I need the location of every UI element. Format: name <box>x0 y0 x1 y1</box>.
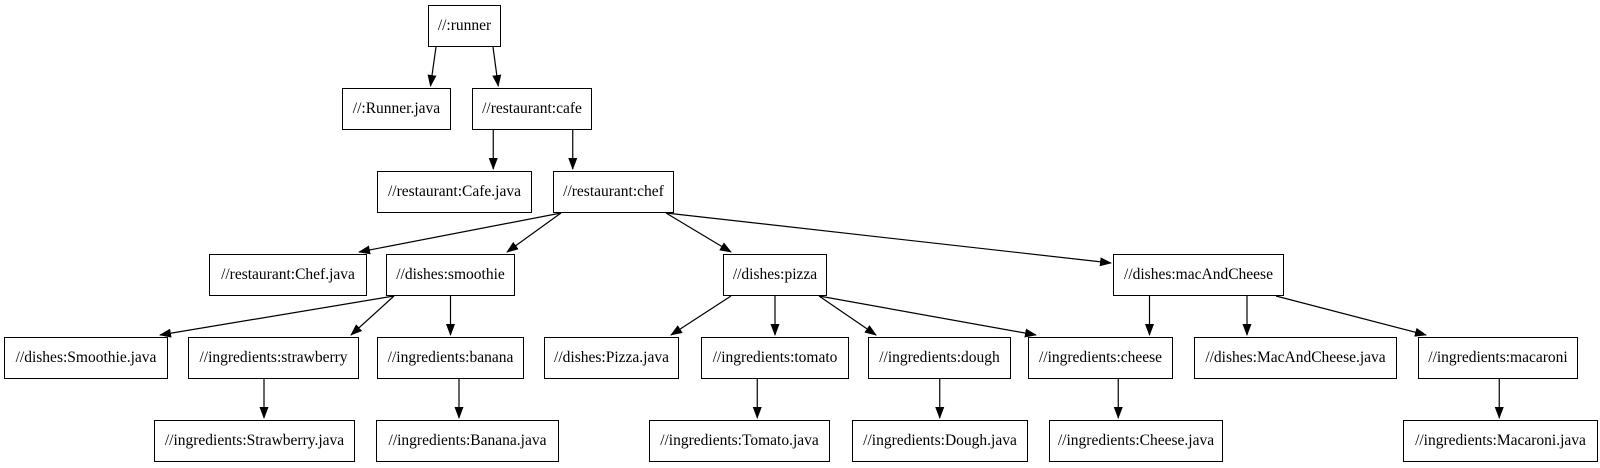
graph-node-runner: //:runner <box>428 5 501 47</box>
graph-node-smoothie: //dishes:smoothie <box>386 254 515 296</box>
graph-node-pizza_java: //dishes:Pizza.java <box>544 337 679 379</box>
graph-node-smoothie_java: //dishes:Smoothie.java <box>4 337 168 379</box>
edge-chef-to-chef_java <box>358 212 562 255</box>
graph-node-macaroni_java: //ingredients:Macaroni.java <box>1403 420 1598 462</box>
edge-chef-to-macandcheese <box>665 212 1112 267</box>
graph-node-pizza: //dishes:pizza <box>723 254 827 296</box>
graph-node-runner_java: //:Runner.java <box>342 88 451 130</box>
edge-runner-to-runner_java <box>427 46 437 87</box>
edge-chef-to-smoothie <box>506 212 562 253</box>
graph-node-tomato: //ingredients:tomato <box>701 337 849 379</box>
graph-node-macandcheese: //dishes:macAndCheese <box>1113 254 1284 296</box>
graph-node-strawberry_java: //ingredients:Strawberry.java <box>154 420 355 462</box>
edge-smoothie-to-smoothie_java <box>159 295 395 338</box>
edge-pizza-to-dough <box>818 295 877 336</box>
graph-node-dough_java: //ingredients:Dough.java <box>852 420 1028 462</box>
graph-node-cafe_java: //restaurant:Cafe.java <box>377 171 532 213</box>
graph-node-strawberry: //ingredients:strawberry <box>188 337 359 379</box>
edge-pizza-to-cheese <box>818 295 1037 338</box>
graph-node-chef: //restaurant:chef <box>553 171 674 213</box>
edge-runner-to-cafe <box>492 46 502 87</box>
graph-node-cafe: //restaurant:cafe <box>472 88 592 130</box>
graph-node-cheese_java: //ingredients:Cheese.java <box>1049 420 1223 462</box>
graph-node-macaroni: //ingredients:macaroni <box>1418 337 1578 379</box>
edge-macandcheese-to-macaroni <box>1275 295 1427 337</box>
edge-chef-to-pizza <box>665 212 732 253</box>
graph-node-banana_java: //ingredients:Banana.java <box>376 420 559 462</box>
graph-node-cheese: //ingredients:cheese <box>1028 337 1173 379</box>
edge-smoothie-to-strawberry <box>350 295 395 336</box>
graph-node-chef_java: //restaurant:Chef.java <box>209 254 367 296</box>
graph-node-macandcheese_java: //dishes:MacAndCheese.java <box>1194 337 1397 379</box>
graph-node-dough: //ingredients:dough <box>868 337 1011 379</box>
graph-node-tomato_java: //ingredients:Tomato.java <box>649 420 830 462</box>
graph-node-banana: //ingredients:banana <box>377 337 524 379</box>
edge-pizza-to-pizza_java <box>670 295 732 336</box>
